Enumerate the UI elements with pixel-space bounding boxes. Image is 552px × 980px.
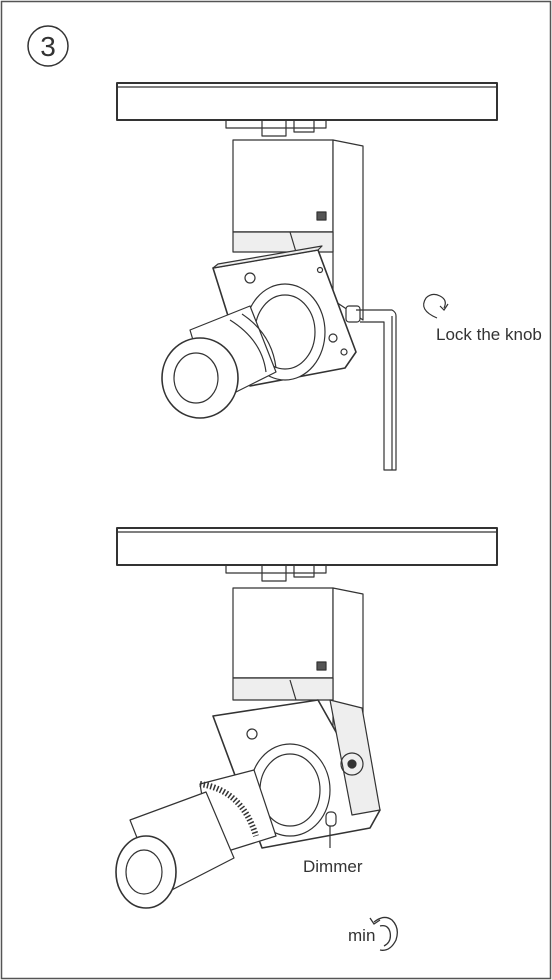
lens-barrel-bottom: [115, 743, 331, 909]
track-adapter-bottom: [225, 564, 327, 582]
min-label: min: [348, 926, 375, 945]
track-adapter-top: [225, 119, 327, 137]
lens-barrel-top: [161, 283, 326, 419]
lock-knob-label: Lock the knob: [436, 325, 542, 344]
rotate-counterclockwise-icon: [369, 916, 398, 951]
driver-box-bottom: [232, 587, 364, 771]
lock-knob-bottom: [340, 752, 364, 776]
dimmer-knob: [325, 811, 337, 827]
rotate-arrow-icon: [423, 293, 449, 319]
track-rail-bottom: [116, 527, 498, 566]
dimmer-label: Dimmer: [303, 857, 363, 876]
step-number: 3: [27, 25, 69, 67]
step-number-text: 3: [40, 31, 56, 62]
track-rail-top: [116, 82, 498, 121]
fixture-bottom: [115, 527, 498, 909]
fixture-top: [116, 82, 498, 471]
driver-box-top: [232, 139, 364, 321]
lock-knob-top: [345, 305, 397, 471]
